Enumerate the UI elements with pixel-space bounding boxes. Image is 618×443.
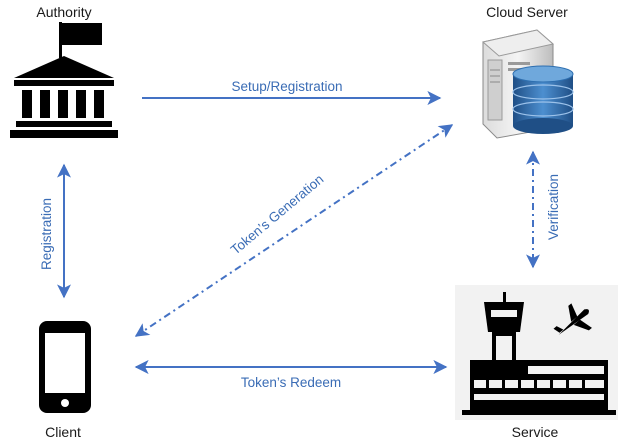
service-label: Service [512,424,559,440]
cloud-server-label: Cloud Server [486,4,568,20]
authority-label: Authority [36,4,91,20]
server-database-icon [481,29,574,139]
token-generation-label: Token’s Generation [228,172,327,258]
airport-terminal-icon [455,285,618,420]
client-label: Client [45,424,81,440]
verification-label: Verification [546,174,561,240]
smartphone-icon [39,321,91,413]
token-redeem-label: Token’s Redeem [241,375,341,390]
setup-registration-label: Setup/Registration [231,79,342,94]
government-building-icon [10,22,118,138]
token-generation-arrow [134,124,454,337]
registration-label: Registration [39,198,54,270]
